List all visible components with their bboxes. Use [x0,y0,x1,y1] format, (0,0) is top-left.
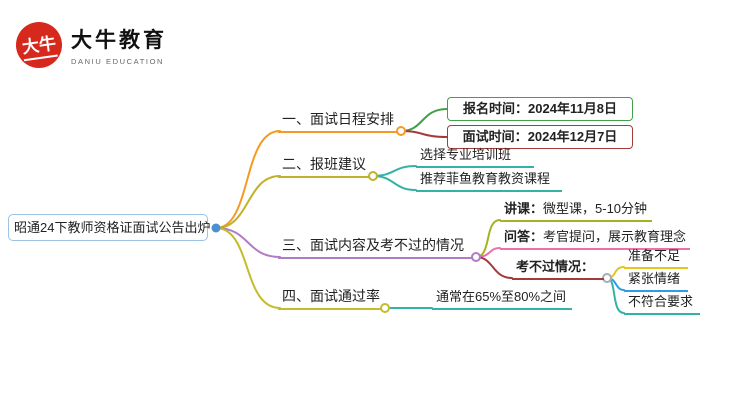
node-interview-time-prefix: 面试时间： [462,129,528,144]
link-branch3-fail [475,256,513,279]
brand-subtitle: DANIU EDUCATION [71,57,165,66]
root-node[interactable]: 昭通24下教师资格证面试公告出炉 [8,214,211,241]
fail-node-dot[interactable] [602,273,612,283]
node-signup-time-prefix: 报名时间： [463,101,529,116]
node-lecture[interactable]: 讲课：微型课，5-10分钟 [500,201,652,222]
logo-mark-icon: 大牛 [16,22,62,68]
logo-names: 大牛教育 DANIU EDUCATION [71,24,167,66]
branch-3-content[interactable]: 三、面试内容及考不过的情况 [278,236,473,259]
branch2-dot[interactable] [368,171,378,181]
node-interview-time-value: 2024年12月7日 [527,129,618,144]
node-qa[interactable]: 问答：考官提问，展示教育理念 [500,229,690,250]
link-branch3-lecture [475,219,501,258]
root-node-dot[interactable] [211,223,221,233]
node-lecture-prefix: 讲课： [504,201,544,216]
node-unprepared[interactable]: 准备不足 [624,248,688,269]
node-interview-time[interactable]: 面试时间：2024年12月7日 [447,125,633,149]
link-root-branch1 [215,130,281,229]
node-fail-cases[interactable]: 考不过情况： [512,259,604,280]
brand-name: 大牛教育 [71,29,167,52]
link-branch2-class [372,165,417,177]
node-nervous[interactable]: 紧张情绪 [624,271,688,292]
link-branch1-interview [400,130,448,138]
node-qa-value: 考官提问，展示教育理念 [543,229,687,244]
node-signup-time-value: 2024年11月8日 [528,101,617,116]
link-root-branch4 [215,227,281,309]
node-signup-time[interactable]: 报名时间：2024年11月8日 [447,97,633,121]
logo-mark-text: 大牛 [20,28,58,62]
logo: 大牛 大牛教育 DANIU EDUCATION [16,22,167,68]
branch-1-schedule[interactable]: 一、面试日程安排 [278,110,398,133]
node-recommend-course[interactable]: 推荐菲鱼教育教资课程 [416,171,562,192]
node-lecture-value: 微型课，5-10分钟 [543,201,648,216]
root-node-label: 昭通24下教师资格证面试公告出炉 [14,220,211,235]
node-fail-cases-prefix: 考不过情况： [516,259,595,274]
node-choose-class[interactable]: 选择专业培训班 [416,147,534,168]
link-branch2-course [372,175,417,191]
branch4-dot[interactable] [380,303,390,313]
link-root-branch3 [215,227,281,258]
node-unfit[interactable]: 不符合要求 [624,294,700,315]
link-root-branch2 [215,175,281,229]
node-pass-rate-value[interactable]: 通常在65%至80%之间 [432,289,572,310]
node-qa-prefix: 问答： [504,229,544,244]
branch-4-pass-rate[interactable]: 四、面试通过率 [278,287,382,310]
branch-2-advice[interactable]: 二、报班建议 [278,155,370,178]
branch1-dot[interactable] [396,126,406,136]
branch3-dot[interactable] [471,252,481,262]
link-branch1-signup [400,108,448,132]
